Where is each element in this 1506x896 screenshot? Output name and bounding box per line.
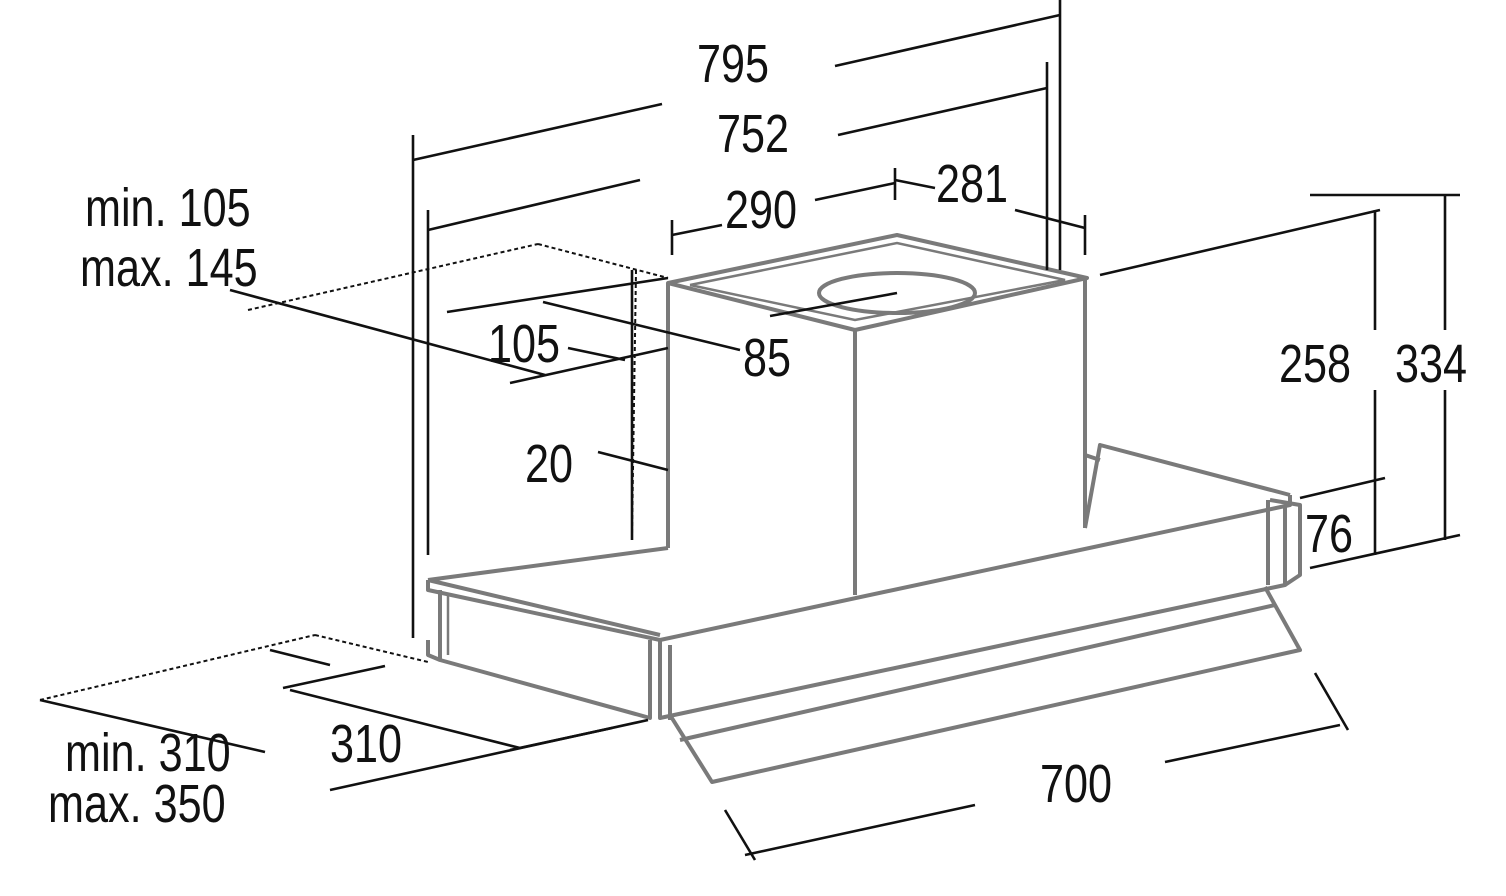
label-105: 105	[488, 315, 560, 375]
label-85: 85	[743, 329, 791, 389]
label-max-145: max. 145	[80, 239, 258, 299]
dimension-lines	[39, 0, 1461, 861]
label-min-310: min. 310	[65, 724, 231, 784]
label-334: 334	[1395, 335, 1467, 395]
label-752: 752	[717, 105, 789, 165]
label-max-350: max. 350	[48, 775, 226, 835]
outlet-ring	[817, 271, 977, 315]
label-76: 76	[1305, 505, 1353, 565]
label-20: 20	[525, 435, 573, 495]
label-258: 258	[1279, 335, 1351, 395]
label-290: 290	[725, 181, 797, 241]
label-310: 310	[330, 715, 402, 775]
label-281: 281	[936, 155, 1008, 215]
label-795: 795	[697, 35, 769, 95]
label-min-105: min. 105	[85, 179, 251, 239]
hood-outline	[426, 233, 1302, 784]
label-700: 700	[1040, 755, 1112, 815]
dimension-labels: 795 752 290 281 min. 105 max. 145 105 85…	[48, 35, 1467, 835]
